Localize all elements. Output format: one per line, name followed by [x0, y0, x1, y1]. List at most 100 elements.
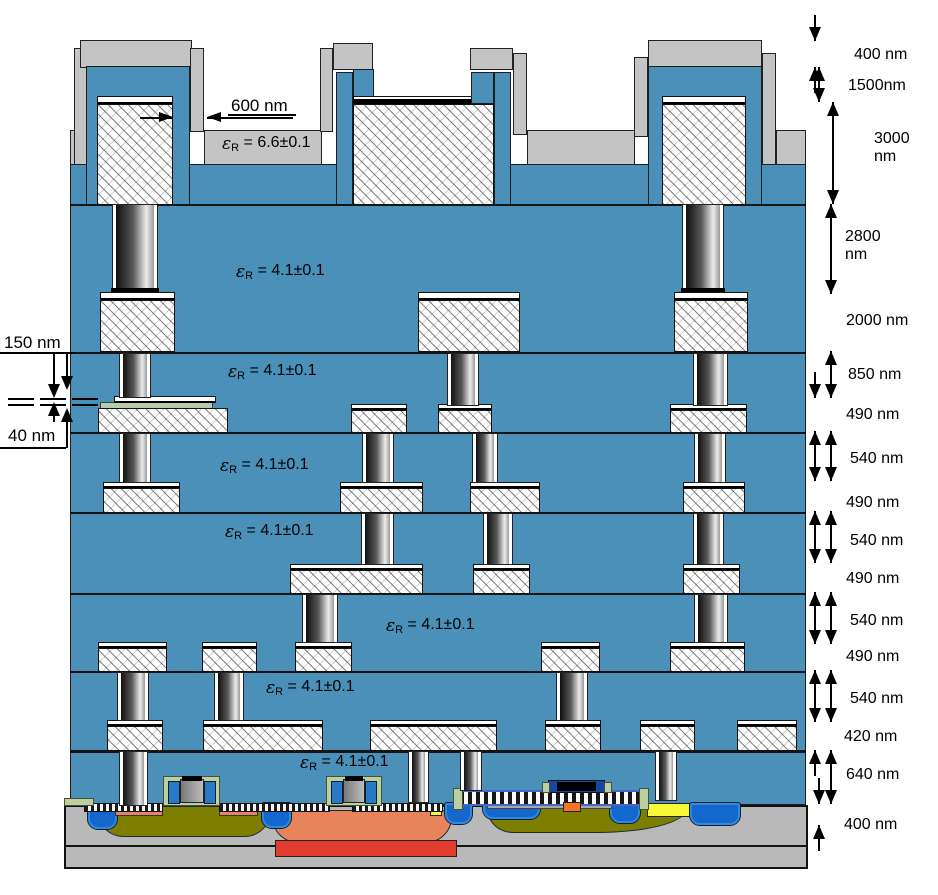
pad2-barrier-line [353, 100, 494, 104]
metal2-line [541, 648, 600, 672]
epsilon-label-sym: ε [225, 522, 235, 542]
via1 [694, 594, 728, 643]
gate1-spacer [204, 781, 216, 804]
break-mark [8, 404, 34, 406]
surface-layer [647, 803, 690, 817]
metal5-cap [351, 404, 407, 410]
metal5-line [351, 410, 407, 433]
dimension-label: 490 nm [846, 570, 900, 587]
via2 [693, 513, 724, 565]
epsilon-label-sym: ε [222, 134, 232, 154]
metal5-line [438, 410, 492, 433]
dimension-arrow [825, 431, 837, 445]
pad2-oxide-step-right [471, 72, 494, 104]
dimension-arrow [813, 67, 825, 81]
metal1-cap [107, 720, 163, 726]
metal4-line [103, 488, 180, 513]
silicide [352, 803, 443, 812]
dimension-label: 640 nm [846, 766, 900, 783]
dim600-underline [228, 114, 296, 116]
pad2-oxide-wall-right [494, 72, 511, 205]
dimension-arrow [825, 630, 837, 644]
dimension-arrow [809, 592, 821, 606]
metal3-line [290, 570, 423, 594]
pad2-oxide-wall-left [336, 72, 353, 205]
break-mark [40, 404, 66, 406]
via2 [361, 513, 394, 565]
dimension-arrow [809, 708, 821, 722]
pad3-barrier-band [662, 96, 746, 104]
via3 [472, 433, 498, 483]
epsilon-label-val: = 4.1±0.1 [237, 456, 309, 473]
metal1-line [203, 726, 323, 751]
dimension-line [830, 750, 832, 804]
gate2-spacer [331, 781, 343, 804]
metal2-line [670, 648, 745, 672]
silicide [219, 803, 330, 812]
resistor-plate-cap [542, 782, 550, 793]
dimension-label: 2000 nm [846, 312, 909, 329]
dimension-arrow [813, 790, 825, 804]
dim600-line [207, 117, 293, 119]
resistor-plate [557, 782, 596, 791]
gate1-poly [180, 779, 204, 803]
epsilon-label-val: = 4.1±0.1 [253, 262, 325, 279]
epsilon-label-val: = 4.1±0.1 [245, 362, 317, 379]
dim150-underline [0, 352, 76, 354]
pad3-passivation-wall-right [762, 53, 776, 165]
dimension-line [830, 511, 832, 563]
metal4-cap [340, 482, 423, 488]
gate2-spacer [365, 781, 377, 804]
metal3-cap [290, 564, 423, 570]
metal1-line [737, 726, 797, 751]
metal1-line [640, 726, 695, 751]
via5 [112, 204, 158, 291]
layer-boundary-7 [70, 750, 806, 753]
sti-trench [609, 802, 641, 824]
metal6-line [100, 300, 175, 352]
metal1-cap [370, 720, 497, 726]
dimension-arrow [809, 750, 821, 764]
metal4-line [470, 488, 540, 513]
metal3-cap [473, 564, 530, 570]
dimension-label: 540 nm [850, 532, 904, 549]
pad1-barrier-band [97, 96, 173, 104]
metal4-line [683, 488, 745, 513]
n-well [272, 810, 452, 843]
dimension-arrow [827, 102, 839, 116]
dimension-arrow [809, 670, 821, 684]
dimension-arrow [825, 592, 837, 606]
contact [119, 751, 148, 806]
metal2-line [295, 648, 352, 672]
via-landing [111, 288, 159, 292]
dim40-underline [0, 447, 66, 449]
dimension-arrow [809, 511, 821, 525]
metal1-line [107, 726, 163, 751]
passivation-slab-3 [776, 130, 806, 165]
metal6-cap [418, 292, 520, 300]
annotation-label: 150 nm [4, 333, 61, 352]
epsilon-label-val: = 4.1±0.1 [403, 616, 475, 633]
dimension-arrow [813, 88, 825, 102]
epsilon-label-sym: ε [220, 456, 230, 476]
gate2-poly [343, 779, 365, 803]
annotation-label: 600 nm [231, 96, 288, 115]
tower1-passivation-cap [333, 43, 373, 70]
metal2-cap [98, 642, 167, 648]
via2 [483, 513, 513, 565]
pad1-passivation-cap [80, 40, 192, 68]
dimension-line [818, 67, 820, 102]
metal1-cap [737, 720, 797, 726]
dim600-arrow [207, 112, 221, 122]
pad2-top-metal [353, 104, 494, 205]
sti-trench [689, 802, 741, 826]
dimension-label: 540 nm [850, 612, 904, 629]
layer-boundary-2 [70, 352, 806, 354]
resistor-plate-cap [604, 782, 612, 793]
